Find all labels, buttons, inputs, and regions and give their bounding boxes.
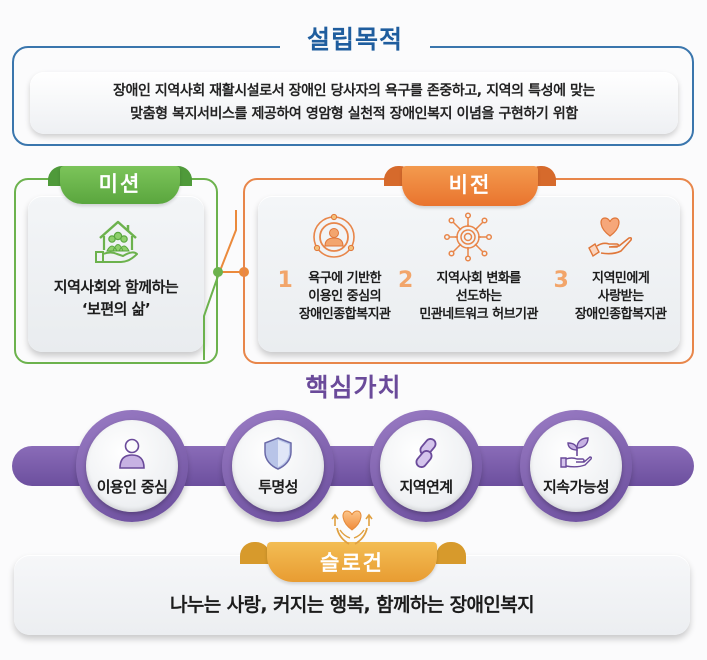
network-gear-icon bbox=[443, 212, 493, 262]
purpose-title-mask bbox=[280, 30, 430, 64]
purpose-title: 설립목적 bbox=[306, 25, 403, 54]
link-icon bbox=[415, 437, 437, 468]
vision-number: 3 bbox=[553, 268, 569, 293]
purpose-line-1: 장애인 지역사회 재활시설로서 장애인 당사자의 욕구를 존중하고, 지역의 특… bbox=[113, 83, 595, 99]
person-icon bbox=[119, 438, 145, 469]
purpose-card: 장애인 지역사회 재활시설로서 장애인 당사자의 욕구를 존중하고, 지역의 특… bbox=[30, 72, 678, 134]
vision-item-2: 2 지역사회 변화를 선도하는 민관네트워크 허브기관 bbox=[398, 212, 538, 342]
vision-text-row: 1 욕구에 기반한 이용인 중심의 장애인종합복지관 bbox=[278, 270, 391, 324]
connector-line bbox=[220, 271, 242, 273]
value-label: 지역연계 bbox=[399, 477, 453, 496]
slogan-ribbon-ear-right bbox=[436, 542, 466, 564]
mission-line-1: 지역사회와 함께하는 bbox=[53, 278, 179, 296]
slogan-title: 슬로건 bbox=[267, 542, 437, 582]
slogan-text: 나누는 사랑, 커지는 행복, 함께하는 장애인복지 bbox=[169, 594, 535, 616]
shield-icon bbox=[264, 436, 292, 470]
value-label: 이용인 중심 bbox=[96, 477, 168, 496]
value-label: 투명성 bbox=[258, 477, 298, 496]
person-orbit-icon bbox=[313, 213, 355, 258]
mission-line-2: ‘보편의 삶’ bbox=[81, 300, 151, 318]
value-item-2: 투명성 bbox=[232, 420, 324, 512]
purpose-line-2: 맞춤형 복지서비스를 제공하여 영암형 실천적 장애인복지 이념을 구현하기 위… bbox=[130, 106, 578, 122]
house-family-hand-icon bbox=[95, 220, 138, 263]
vision-text: 지역사회 변화를 선도하는 민관네트워크 허브기관 bbox=[419, 271, 538, 322]
value-item-3: 지역연계 bbox=[380, 420, 472, 512]
vision-text: 욕구에 기반한 이용인 중심의 장애인종합복지관 bbox=[298, 271, 391, 322]
value-item-4: 지속가능성 bbox=[530, 420, 622, 512]
vision-text: 지역민에게 사랑받는 장애인종합복지관 bbox=[574, 271, 667, 322]
vision-text-row: 2 지역사회 변화를 선도하는 민관네트워크 허브기관 bbox=[398, 270, 538, 324]
mission-statement: 지역사회와 함께하는 ‘보편의 삶’ bbox=[28, 276, 204, 320]
vision-number: 1 bbox=[277, 268, 293, 293]
mission-vision-connector bbox=[203, 210, 237, 360]
values-title: 핵심가치 bbox=[305, 373, 402, 402]
slogan-ribbon-ear-left bbox=[240, 542, 270, 564]
vision-item-1: 1 욕구에 기반한 이용인 중심의 장애인종합복지관 bbox=[264, 212, 404, 342]
value-label: 지속가능성 bbox=[542, 477, 610, 496]
vision-text-row: 3 지역민에게 사랑받는 장애인종합복지관 bbox=[554, 270, 667, 324]
mission-title: 미션 bbox=[60, 166, 180, 204]
heart-hand-icon bbox=[588, 217, 633, 258]
sprout-hand-icon bbox=[560, 436, 593, 468]
vision-title: 비전 bbox=[402, 166, 538, 206]
vision-item-3: 3 지역민에게 사랑받는 장애인종합복지관 bbox=[540, 212, 680, 342]
connector-dot-green bbox=[213, 267, 223, 277]
mission-card bbox=[28, 196, 204, 352]
heart-hands-arrows-icon bbox=[331, 510, 373, 545]
value-item-1: 이용인 중심 bbox=[86, 420, 178, 512]
vision-number: 2 bbox=[398, 268, 414, 293]
